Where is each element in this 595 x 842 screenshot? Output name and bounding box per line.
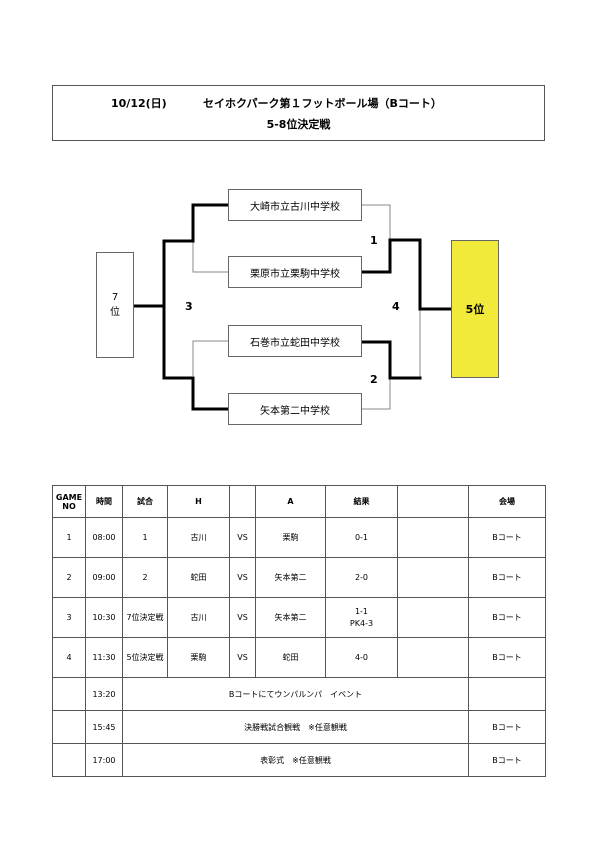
- table-row: 1 08:00 1 古川 VS 栗駒 0-1 Bコート: [52, 517, 546, 558]
- game-result: 2-0: [325, 557, 398, 598]
- event-no: [52, 743, 86, 777]
- game-venue: Bコート: [468, 517, 546, 558]
- event-no: [52, 677, 86, 711]
- table-row: 4 11:30 5位決定戦 栗駒 VS 蛇田 4-0 Bコート: [52, 637, 546, 678]
- game-number-4: 4: [392, 300, 400, 313]
- col-header-blank: [397, 485, 469, 518]
- game-number-2: 2: [370, 373, 378, 386]
- bracket-thick-line: [360, 238, 453, 311]
- seventh-place-box: 7 位: [96, 252, 134, 358]
- event-text: 表彰式 ※任意観戦: [122, 743, 469, 777]
- game-away: 蛇田: [255, 637, 326, 678]
- fifth-place-box: 5位: [451, 240, 499, 378]
- game-match: 1: [122, 517, 168, 558]
- event-venue: Bコート: [468, 710, 546, 744]
- col-header-match: 試合: [122, 485, 168, 518]
- header-box: 10/12(日) セイホクパーク第１フットボール場（Bコート） 5-8位決定戦: [52, 85, 545, 141]
- game-result: 4-0: [325, 637, 398, 678]
- game-no: 3: [52, 597, 86, 638]
- game-vs: VS: [229, 597, 256, 638]
- game-number-1: 1: [370, 234, 378, 247]
- game-result: 0-1: [325, 517, 398, 558]
- col-header-venue: 会場: [468, 485, 546, 518]
- game-match: 5位決定戦: [122, 637, 168, 678]
- game-venue: Bコート: [468, 597, 546, 638]
- game-match: 2: [122, 557, 168, 598]
- game-no: 2: [52, 557, 86, 598]
- game-vs: VS: [229, 557, 256, 598]
- game-home: 古川: [167, 597, 230, 638]
- event-time: 15:45: [85, 710, 123, 744]
- game-result-score: 1-1: [354, 606, 369, 616]
- bracket-thin-line: [192, 340, 228, 376]
- col-header-time: 時間: [85, 485, 123, 518]
- game-venue: Bコート: [468, 637, 546, 678]
- game-away: 矢本第二: [255, 597, 326, 638]
- event-row: 13:20 Bコートにてウンパルンパ イベント: [52, 677, 546, 711]
- col-header-vs: [229, 485, 256, 518]
- event-text: Bコートにてウンパルンパ イベント: [122, 677, 469, 711]
- page-title: 5-8位決定戦: [266, 118, 331, 131]
- game-blank: [397, 597, 469, 638]
- bracket-thin-line: [192, 241, 228, 273]
- game-home: 蛇田: [167, 557, 230, 598]
- game-away: 矢本第二: [255, 557, 326, 598]
- game-blank: [397, 557, 469, 598]
- event-row: 17:00 表彰式 ※任意観戦 Bコート: [52, 743, 546, 777]
- game-time: 11:30: [85, 637, 123, 678]
- bracket-thin-line: [362, 204, 391, 239]
- game-vs: VS: [229, 637, 256, 678]
- game-result-pk: PK4-3: [349, 618, 374, 628]
- team-yamoto-daini: 矢本第二中学校: [228, 393, 362, 425]
- col-header-away: A: [255, 485, 326, 518]
- game-blank: [397, 517, 469, 558]
- game-home: 古川: [167, 517, 230, 558]
- event-time: 13:20: [85, 677, 123, 711]
- team-furukawa: 大崎市立古川中学校: [228, 189, 362, 221]
- game-blank: [397, 637, 469, 678]
- event-venue: [468, 677, 546, 711]
- rank-suffix: 位: [110, 307, 120, 318]
- event-venue: Bコート: [468, 743, 546, 777]
- game-home: 栗駒: [167, 637, 230, 678]
- game-vs: VS: [229, 517, 256, 558]
- game-match: 7位決定戦: [122, 597, 168, 638]
- bracket-thick-line: [360, 340, 422, 380]
- bracket-thin-line: [362, 376, 391, 410]
- table-row: 2 09:00 2 蛇田 VS 矢本第二 2-0 Bコート: [52, 557, 546, 598]
- event-no: [52, 710, 86, 744]
- event-date: 10/12(日): [111, 97, 167, 110]
- team-kurikoma: 栗原市立栗駒中学校: [228, 256, 362, 288]
- game-venue: Bコート: [468, 557, 546, 598]
- game-number-3: 3: [185, 300, 193, 313]
- game-no: 1: [52, 517, 86, 558]
- game-time: 08:00: [85, 517, 123, 558]
- event-venue: セイホクパーク第１フットボール場（Bコート）: [203, 97, 442, 110]
- bracket-thick-line: [162, 203, 230, 411]
- event-time: 17:00: [85, 743, 123, 777]
- game-no: 4: [52, 637, 86, 678]
- team-hebita: 石巻市立蛇田中学校: [228, 325, 362, 357]
- game-time: 09:00: [85, 557, 123, 598]
- game-time: 10:30: [85, 597, 123, 638]
- col-header-result: 結果: [325, 485, 398, 518]
- event-text: 決勝戦試合観戦 ※任意観戦: [122, 710, 469, 744]
- game-away: 栗駒: [255, 517, 326, 558]
- event-row: 15:45 決勝戦試合観戦 ※任意観戦 Bコート: [52, 710, 546, 744]
- rank-number: 7: [111, 292, 119, 303]
- col-header-home: H: [167, 485, 230, 518]
